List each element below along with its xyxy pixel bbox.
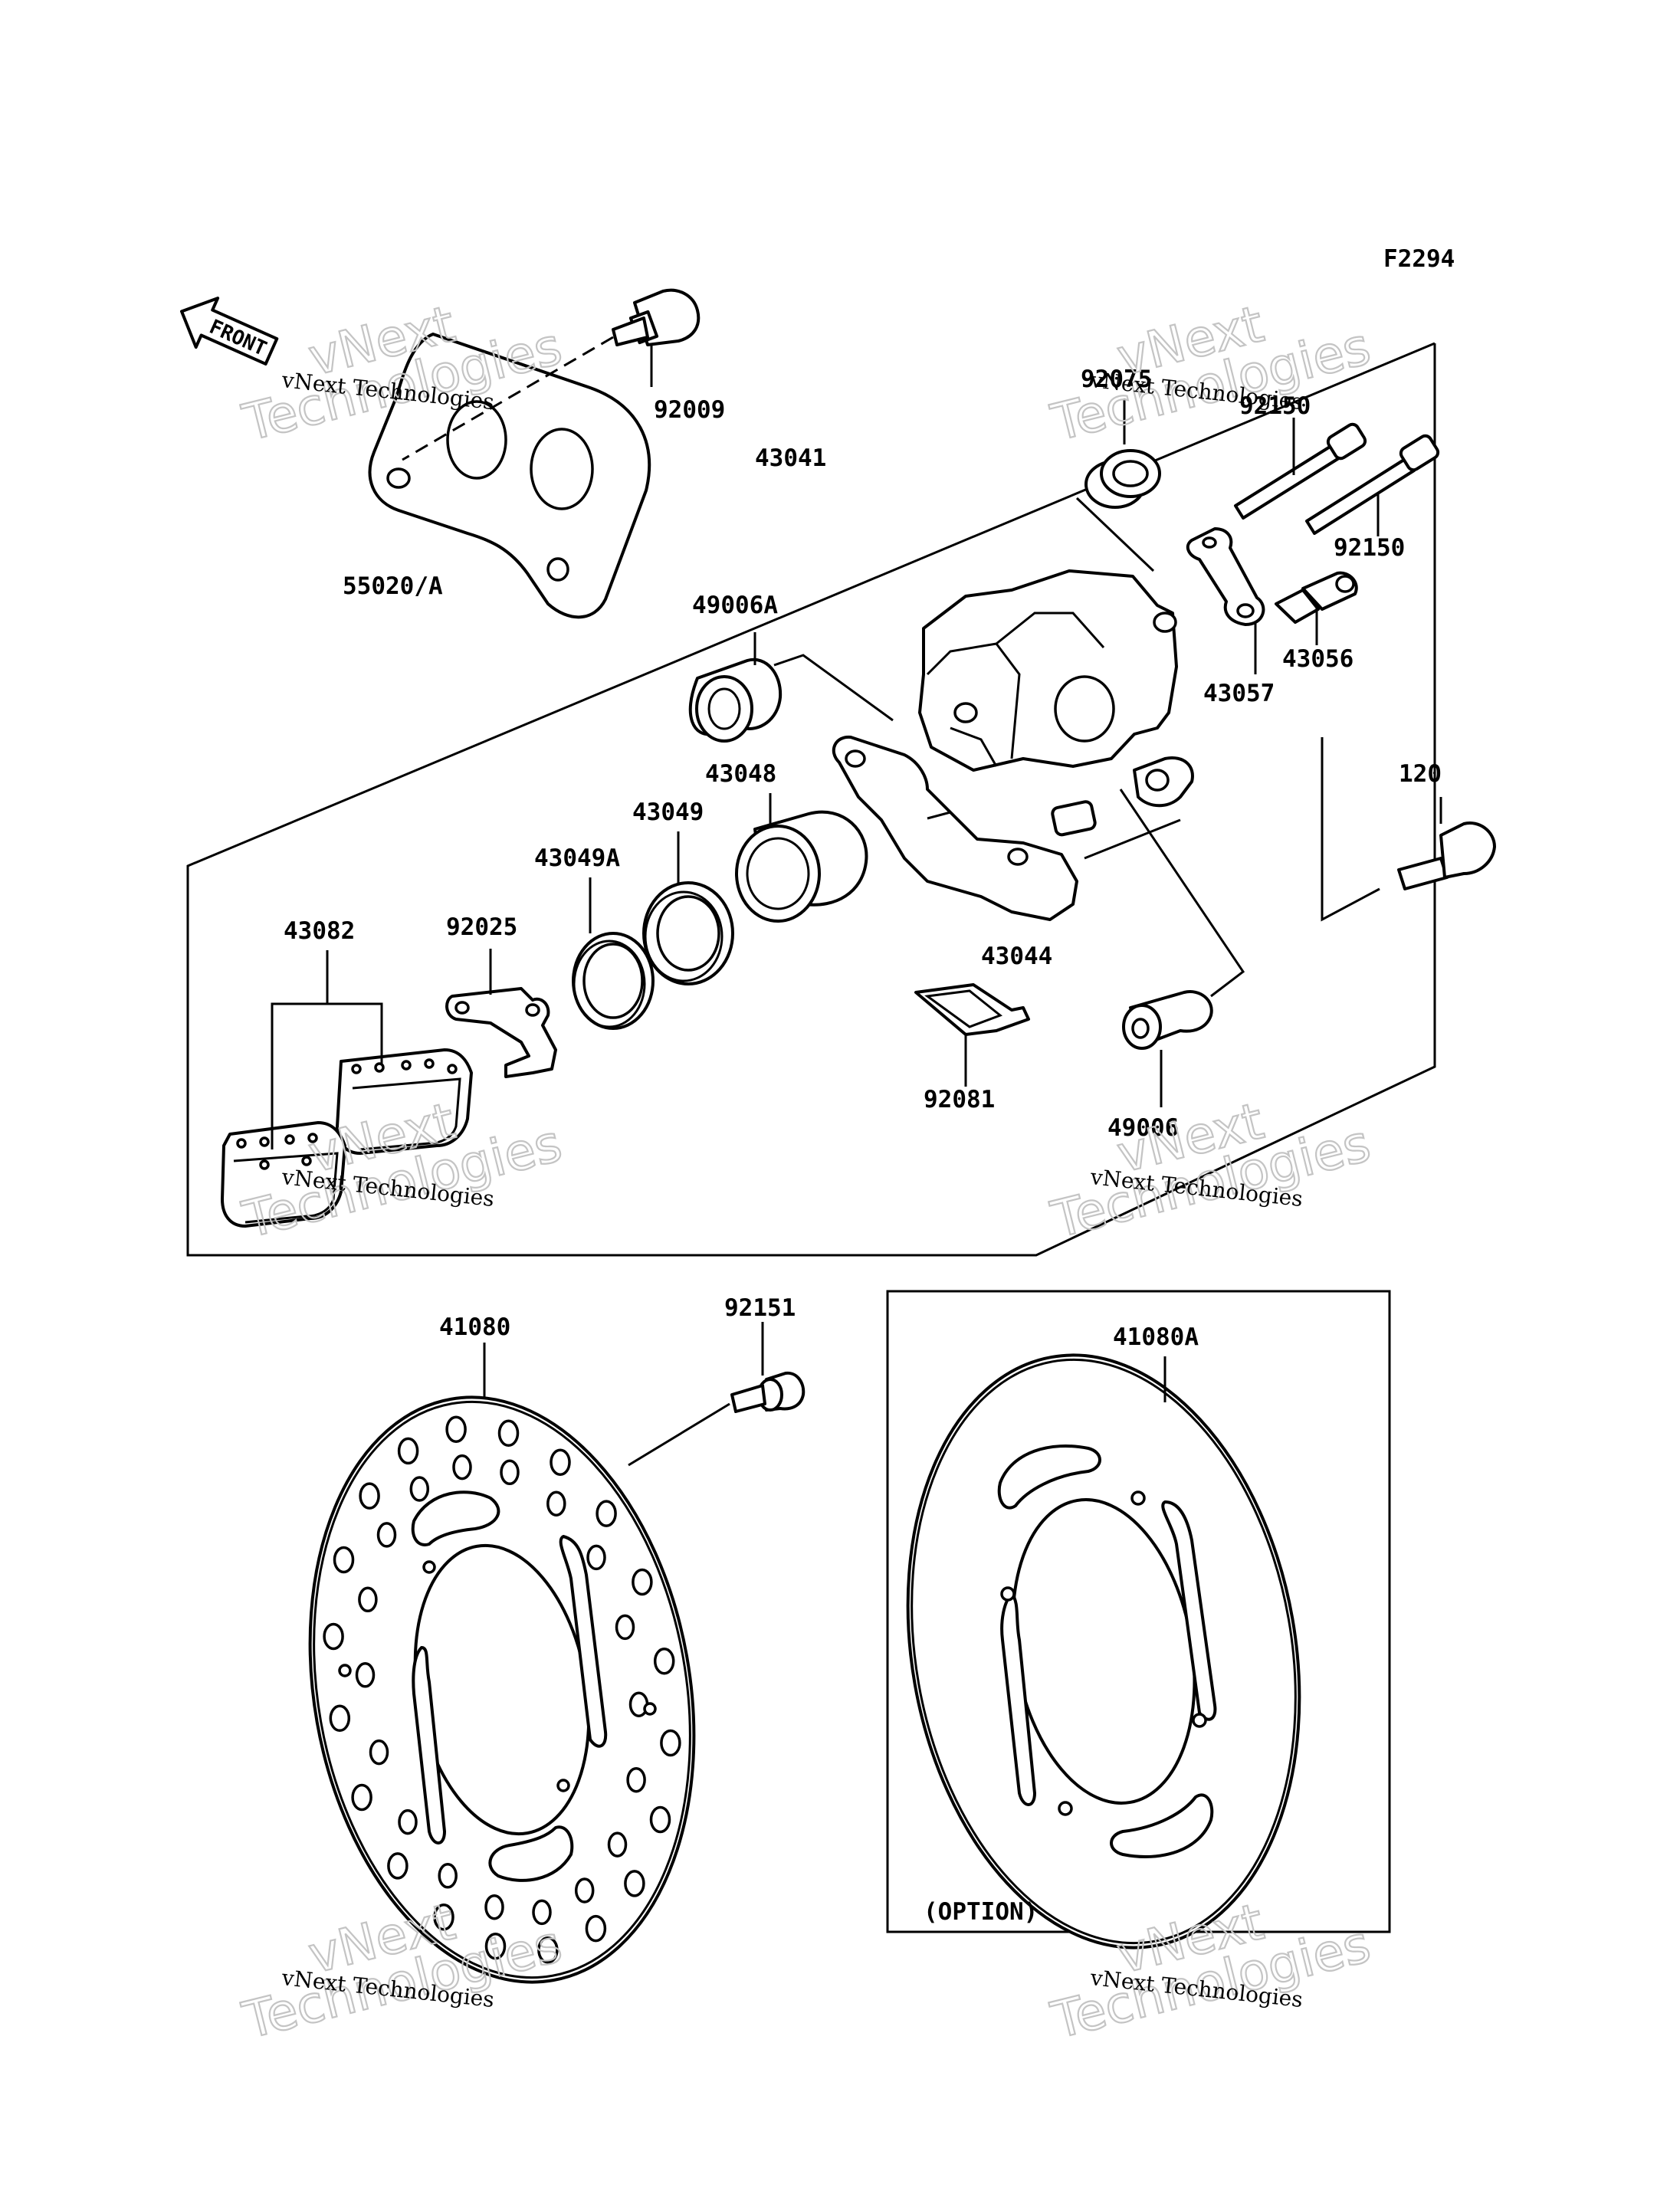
disc-hole [632, 1568, 653, 1596]
dust-seal-43049A [572, 932, 655, 1030]
label-43048: 43048 [705, 760, 776, 788]
disc-hole [497, 1419, 520, 1448]
disc-hole [500, 1459, 520, 1486]
caliper-assembly-outline [186, 342, 1436, 1257]
disc-hole [653, 1647, 675, 1675]
label-55020A: 55020/A [343, 572, 443, 600]
disc-hole [445, 1415, 467, 1443]
label-43049A: 43049A [534, 844, 620, 872]
disc-hole [546, 1490, 566, 1517]
caliper-holder-43044 [832, 735, 1097, 921]
caliper-body [918, 569, 1194, 808]
disc-hole [409, 1476, 430, 1502]
part-labels: F2294 92009 55020/A 43041 92075 92150 92… [284, 245, 1455, 1926]
disc-hole [484, 1932, 507, 1960]
label-120: 120 [1399, 760, 1442, 788]
disc-hole [438, 1863, 458, 1889]
disc-hole [532, 1899, 552, 1926]
label-41080: 41080 [439, 1313, 510, 1341]
disc-hole [626, 1766, 646, 1793]
label-92075: 92075 [1081, 366, 1152, 393]
disc-hole [624, 1870, 645, 1897]
disc-hole [397, 1437, 419, 1465]
disc-hole [355, 1662, 376, 1688]
disc-hole [387, 1852, 409, 1880]
option-label: (OPTION) [924, 1898, 1038, 1926]
pad-pin-92150-a [1234, 422, 1367, 520]
front-arrow-icon: FRONT [180, 297, 279, 366]
label-43041: 43041 [755, 444, 826, 472]
disc-hole [585, 1914, 607, 1943]
label-43057: 43057 [1203, 680, 1275, 707]
disc-bolt-92151 [730, 1371, 806, 1413]
disc-hole [643, 1702, 657, 1716]
piston-boot-49006A [688, 657, 783, 743]
label-43082: 43082 [284, 917, 355, 945]
disc-hole [358, 1586, 378, 1613]
disc-hole [433, 1904, 454, 1931]
bleeder-valve-43056 [1275, 571, 1358, 624]
label-92150-b: 92150 [1334, 534, 1405, 562]
label-43049: 43049 [632, 798, 704, 826]
disc-hole [422, 1560, 436, 1574]
sleeve-bolt-49006 [1122, 990, 1213, 1050]
label-41080A: 41080A [1113, 1323, 1199, 1351]
disc-hole [537, 1936, 559, 1964]
disc-hole [484, 1894, 504, 1920]
disc-hole [376, 1522, 397, 1548]
disc-hole [338, 1664, 352, 1677]
disc-hole [660, 1729, 681, 1757]
disc-hole [607, 1831, 628, 1858]
brake-pad-outer [221, 1121, 346, 1228]
disc-holes [323, 1415, 681, 1964]
disc-hole [398, 1808, 418, 1835]
pad-spring-43057 [1186, 527, 1265, 626]
brake-disc-41080 [308, 1395, 696, 1984]
label-43044: 43044 [981, 943, 1052, 970]
disc-hole [333, 1546, 355, 1574]
label-92009: 92009 [654, 396, 725, 424]
seal-92075 [1084, 449, 1161, 509]
disc-hole [574, 1877, 595, 1904]
disc-hole [323, 1622, 344, 1651]
label-92025: 92025 [446, 913, 517, 941]
disc-hole [452, 1454, 472, 1481]
piston-43048 [735, 810, 868, 923]
disc-hole [329, 1704, 351, 1733]
label-92081: 92081 [924, 1086, 995, 1113]
disc-hole [550, 1448, 571, 1476]
label-92151: 92151 [724, 1294, 796, 1322]
label-49006: 49006 [1107, 1114, 1179, 1142]
piston-seal-43049 [642, 881, 734, 985]
caliper-bracket [368, 333, 651, 619]
label-92150-a: 92150 [1239, 392, 1311, 420]
brake-disc-41080A [906, 1353, 1301, 1949]
figure-code: F2294 [1383, 245, 1455, 273]
disc-hole [359, 1482, 380, 1510]
pad-shim-92081 [914, 983, 1030, 1036]
disc-hole [596, 1500, 617, 1527]
mounting-bolt-120 [1397, 821, 1496, 890]
disc-hole [586, 1544, 606, 1571]
disc-hole [369, 1739, 389, 1766]
disc-hole [649, 1805, 671, 1834]
disc-hole [351, 1783, 372, 1812]
disc-hole [556, 1779, 570, 1792]
label-49006A: 49006A [692, 592, 778, 619]
bolt-92009 [612, 288, 701, 346]
pad-spring-92025 [445, 987, 557, 1078]
pad-pin-92150-b [1305, 434, 1440, 535]
disc-hole [615, 1614, 635, 1641]
label-43056: 43056 [1282, 645, 1354, 673]
